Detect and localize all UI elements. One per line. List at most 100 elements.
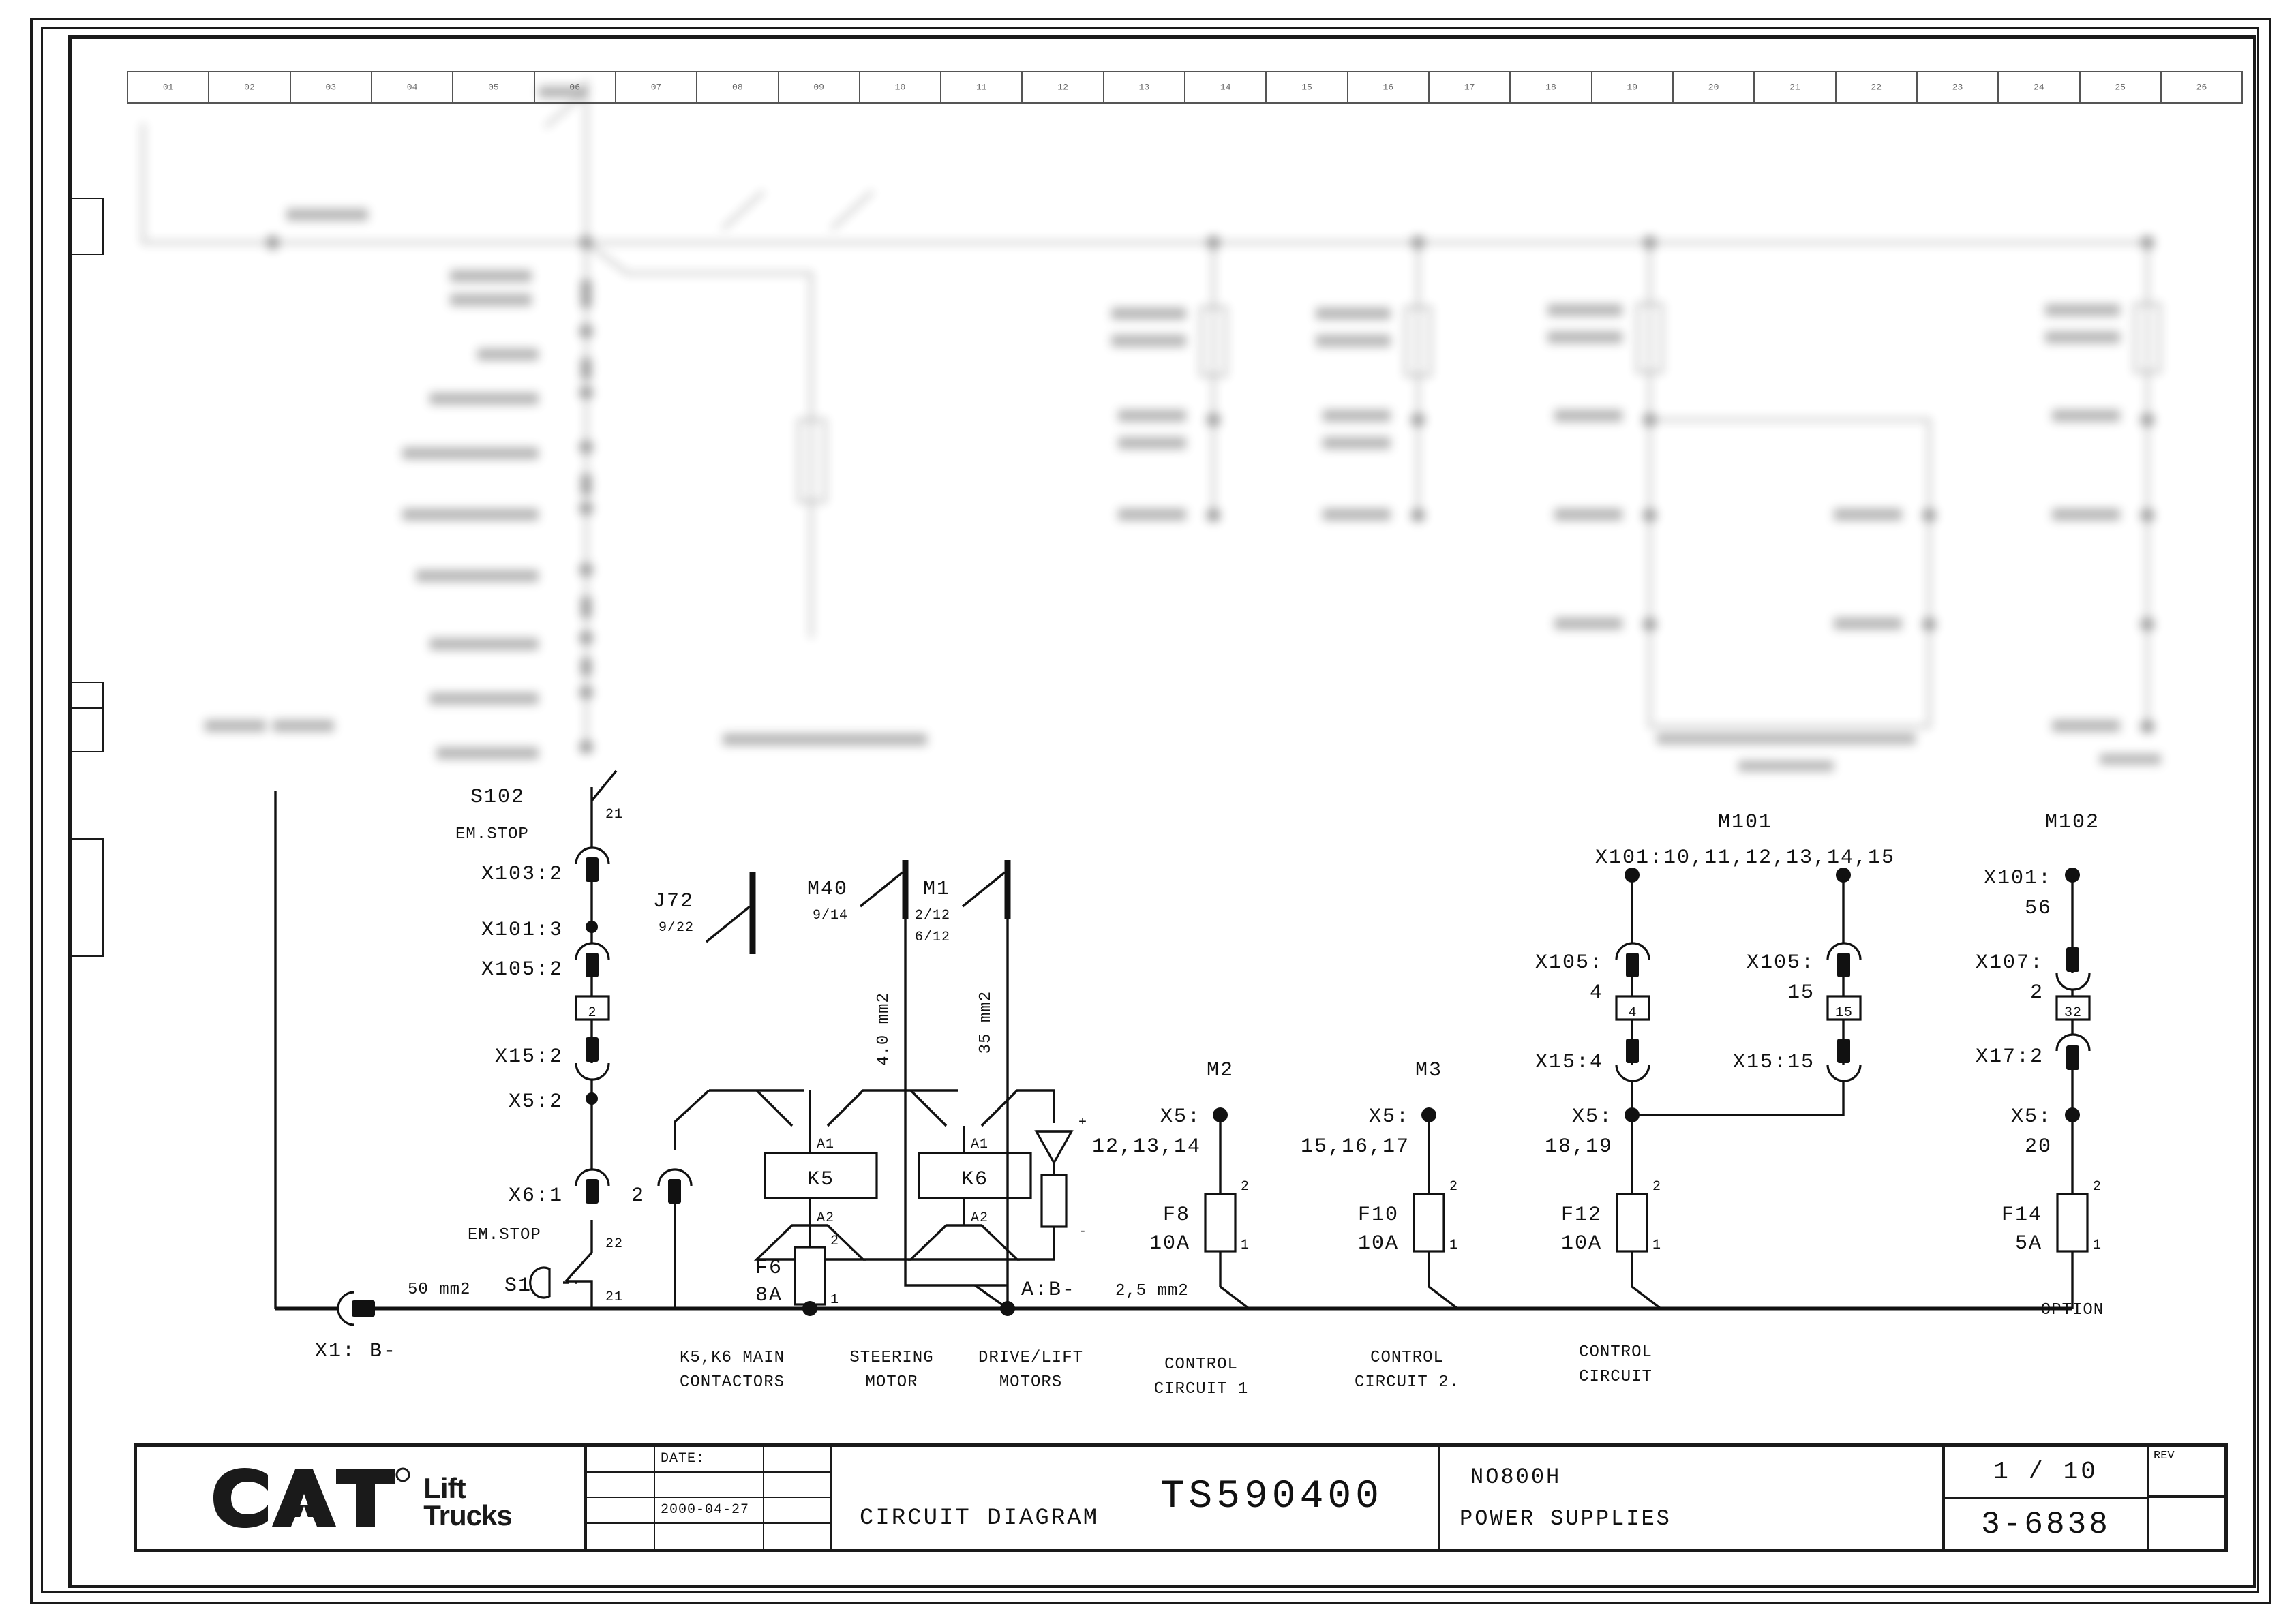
caption-control1-2: CIRCUIT 1 [1154, 1380, 1249, 1398]
ruler-label: 15 [1301, 82, 1312, 93]
label-f12-rating: 10A [1561, 1232, 1602, 1255]
branch-m102 [2055, 868, 2091, 1309]
label-50mm2: 50 mm2 [408, 1281, 470, 1299]
label-emstop-bottom: EM.STOP [468, 1226, 541, 1244]
ruler-cell-13: 13 [1104, 72, 1186, 102]
label-m40: M40 [807, 878, 848, 901]
coil-k6 [918, 1152, 1032, 1199]
terminal-x17-2 [2055, 1033, 2091, 1070]
rev-label: REV [2149, 1447, 2224, 1498]
fuse-f6 [794, 1246, 826, 1306]
label-m102-pin: 56 [2025, 897, 2052, 920]
label-jumper-2: 2 [631, 1184, 645, 1208]
ruler-label: 10 [894, 82, 906, 93]
logo-lift: Lift [423, 1472, 466, 1505]
ruler-cell-05: 05 [453, 72, 535, 102]
branch-emstop [275, 769, 710, 1310]
label-contact-22: 22 [605, 1236, 623, 1252]
label-m1: M1 [923, 878, 950, 901]
label-wire-tag-32: 32 [2064, 1005, 2082, 1021]
label-x15-2: X15:2 [495, 1045, 563, 1069]
ruler-label: 12 [1057, 82, 1068, 93]
ruler-label: 08 [732, 82, 743, 93]
label-m101-bus: X5: [1572, 1105, 1613, 1129]
label-f14-pin1: 1 [2093, 1238, 2102, 1253]
ruler-cell-17: 17 [1430, 72, 1511, 102]
sheet-code: 3-6838 [1981, 1506, 2111, 1542]
ruler-cell-26: 26 [2162, 72, 2241, 102]
caption-drivelift-2: MOTORS [999, 1373, 1062, 1392]
label-2-5mm2: 2,5 mm2 [1115, 1282, 1189, 1300]
ruler-label: 16 [1383, 82, 1394, 93]
caption-control2-1: CONTROL [1370, 1349, 1444, 1367]
fuse-f10 [1413, 1193, 1445, 1253]
ruler-label: 01 [162, 82, 174, 93]
label-f8: F8 [1163, 1204, 1190, 1227]
ruler-cell-12: 12 [1023, 72, 1104, 102]
label-f6-pin2: 2 [830, 1234, 839, 1249]
label-x1-bminus: X1: B- [315, 1340, 397, 1363]
branch-j72 [705, 872, 756, 954]
label-s102: S102 [470, 786, 525, 809]
label-f12-pin1: 1 [1652, 1238, 1661, 1253]
rev-r2c1 [587, 1472, 655, 1498]
rev-value [2149, 1498, 2224, 1549]
terminal-x105-15 [1826, 942, 1862, 977]
caption-control2-2: CIRCUIT 2. [1355, 1373, 1460, 1392]
branch-m3 [1413, 1107, 1459, 1310]
brand-logo: Lift Trucks [137, 1447, 587, 1549]
sheet-number: 1 / 10 [1945, 1447, 2147, 1499]
label-f8-pin2: 2 [1241, 1179, 1250, 1195]
label-f12-pin2: 2 [1652, 1179, 1661, 1195]
label-f14-pin2: 2 [2093, 1179, 2102, 1195]
label-f6-pin1: 1 [830, 1292, 839, 1308]
ruler-label: 11 [976, 82, 987, 93]
ruler-cell-06: 06 [535, 72, 616, 102]
ruler-label: 03 [325, 82, 337, 93]
label-m3-pins: 15,16,17 [1301, 1135, 1410, 1159]
label-x15-4: X15:4 [1535, 1051, 1603, 1074]
fuse-f14 [2056, 1193, 2089, 1253]
wire-tag-box-15 [1826, 995, 1862, 1021]
ruler-cell-19: 19 [1592, 72, 1674, 102]
label-f10-rating: 10A [1358, 1232, 1399, 1255]
ruler-cell-23: 23 [1918, 72, 1999, 102]
fuse-f12 [1616, 1193, 1648, 1253]
sheet-border-middle [41, 27, 2259, 1593]
rev-r1c1 [587, 1447, 655, 1473]
label-m1-ref1: 2/12 [915, 908, 950, 923]
cat-wordmark-icon [209, 1467, 414, 1529]
label-contact-21: 21 [605, 807, 623, 823]
ruler-cell-04: 04 [372, 72, 454, 102]
label-k6-a2: A2 [971, 1210, 988, 1226]
label-m3-terminal: X5: [1369, 1105, 1410, 1129]
ruler-label: 09 [813, 82, 824, 93]
terminal-x15-15 [1826, 1039, 1862, 1082]
label-k5: K5 [807, 1168, 834, 1191]
margin-box-3 [71, 838, 104, 957]
ruler-cell-25: 25 [2081, 72, 2162, 102]
rev-column: REV [2149, 1447, 2224, 1549]
ruler-cell-24: 24 [1999, 72, 2081, 102]
wire-tag-box-2 [575, 995, 610, 1021]
label-x103-2: X103:2 [481, 863, 563, 886]
ruler-label: 17 [1464, 82, 1475, 93]
caption-steering-1: STEERING [849, 1349, 933, 1367]
label-m1-wire: 35 mm2 [977, 991, 995, 1054]
label-ab-minus: A:B- [1021, 1279, 1076, 1302]
ruler-cell-02: 02 [209, 72, 291, 102]
ruler-label: 18 [1545, 82, 1556, 93]
label-m102-bus-pin: 20 [2025, 1135, 2052, 1159]
ruler-label: 21 [1789, 82, 1800, 93]
label-f12: F12 [1561, 1204, 1602, 1227]
sheet-border-inner [68, 35, 2256, 1588]
rev-r4c1 [587, 1523, 655, 1549]
label-f14: F14 [2002, 1204, 2042, 1227]
label-x105-2: X105:2 [481, 958, 563, 981]
model-cell: NO800H POWER SUPPLIES [1440, 1447, 1945, 1549]
label-m101: M101 [1718, 811, 1772, 834]
label-k6: K6 [961, 1168, 988, 1191]
revision-table: DATE: 2000-04-27 [587, 1447, 832, 1549]
rev-r4c2 [655, 1523, 764, 1549]
